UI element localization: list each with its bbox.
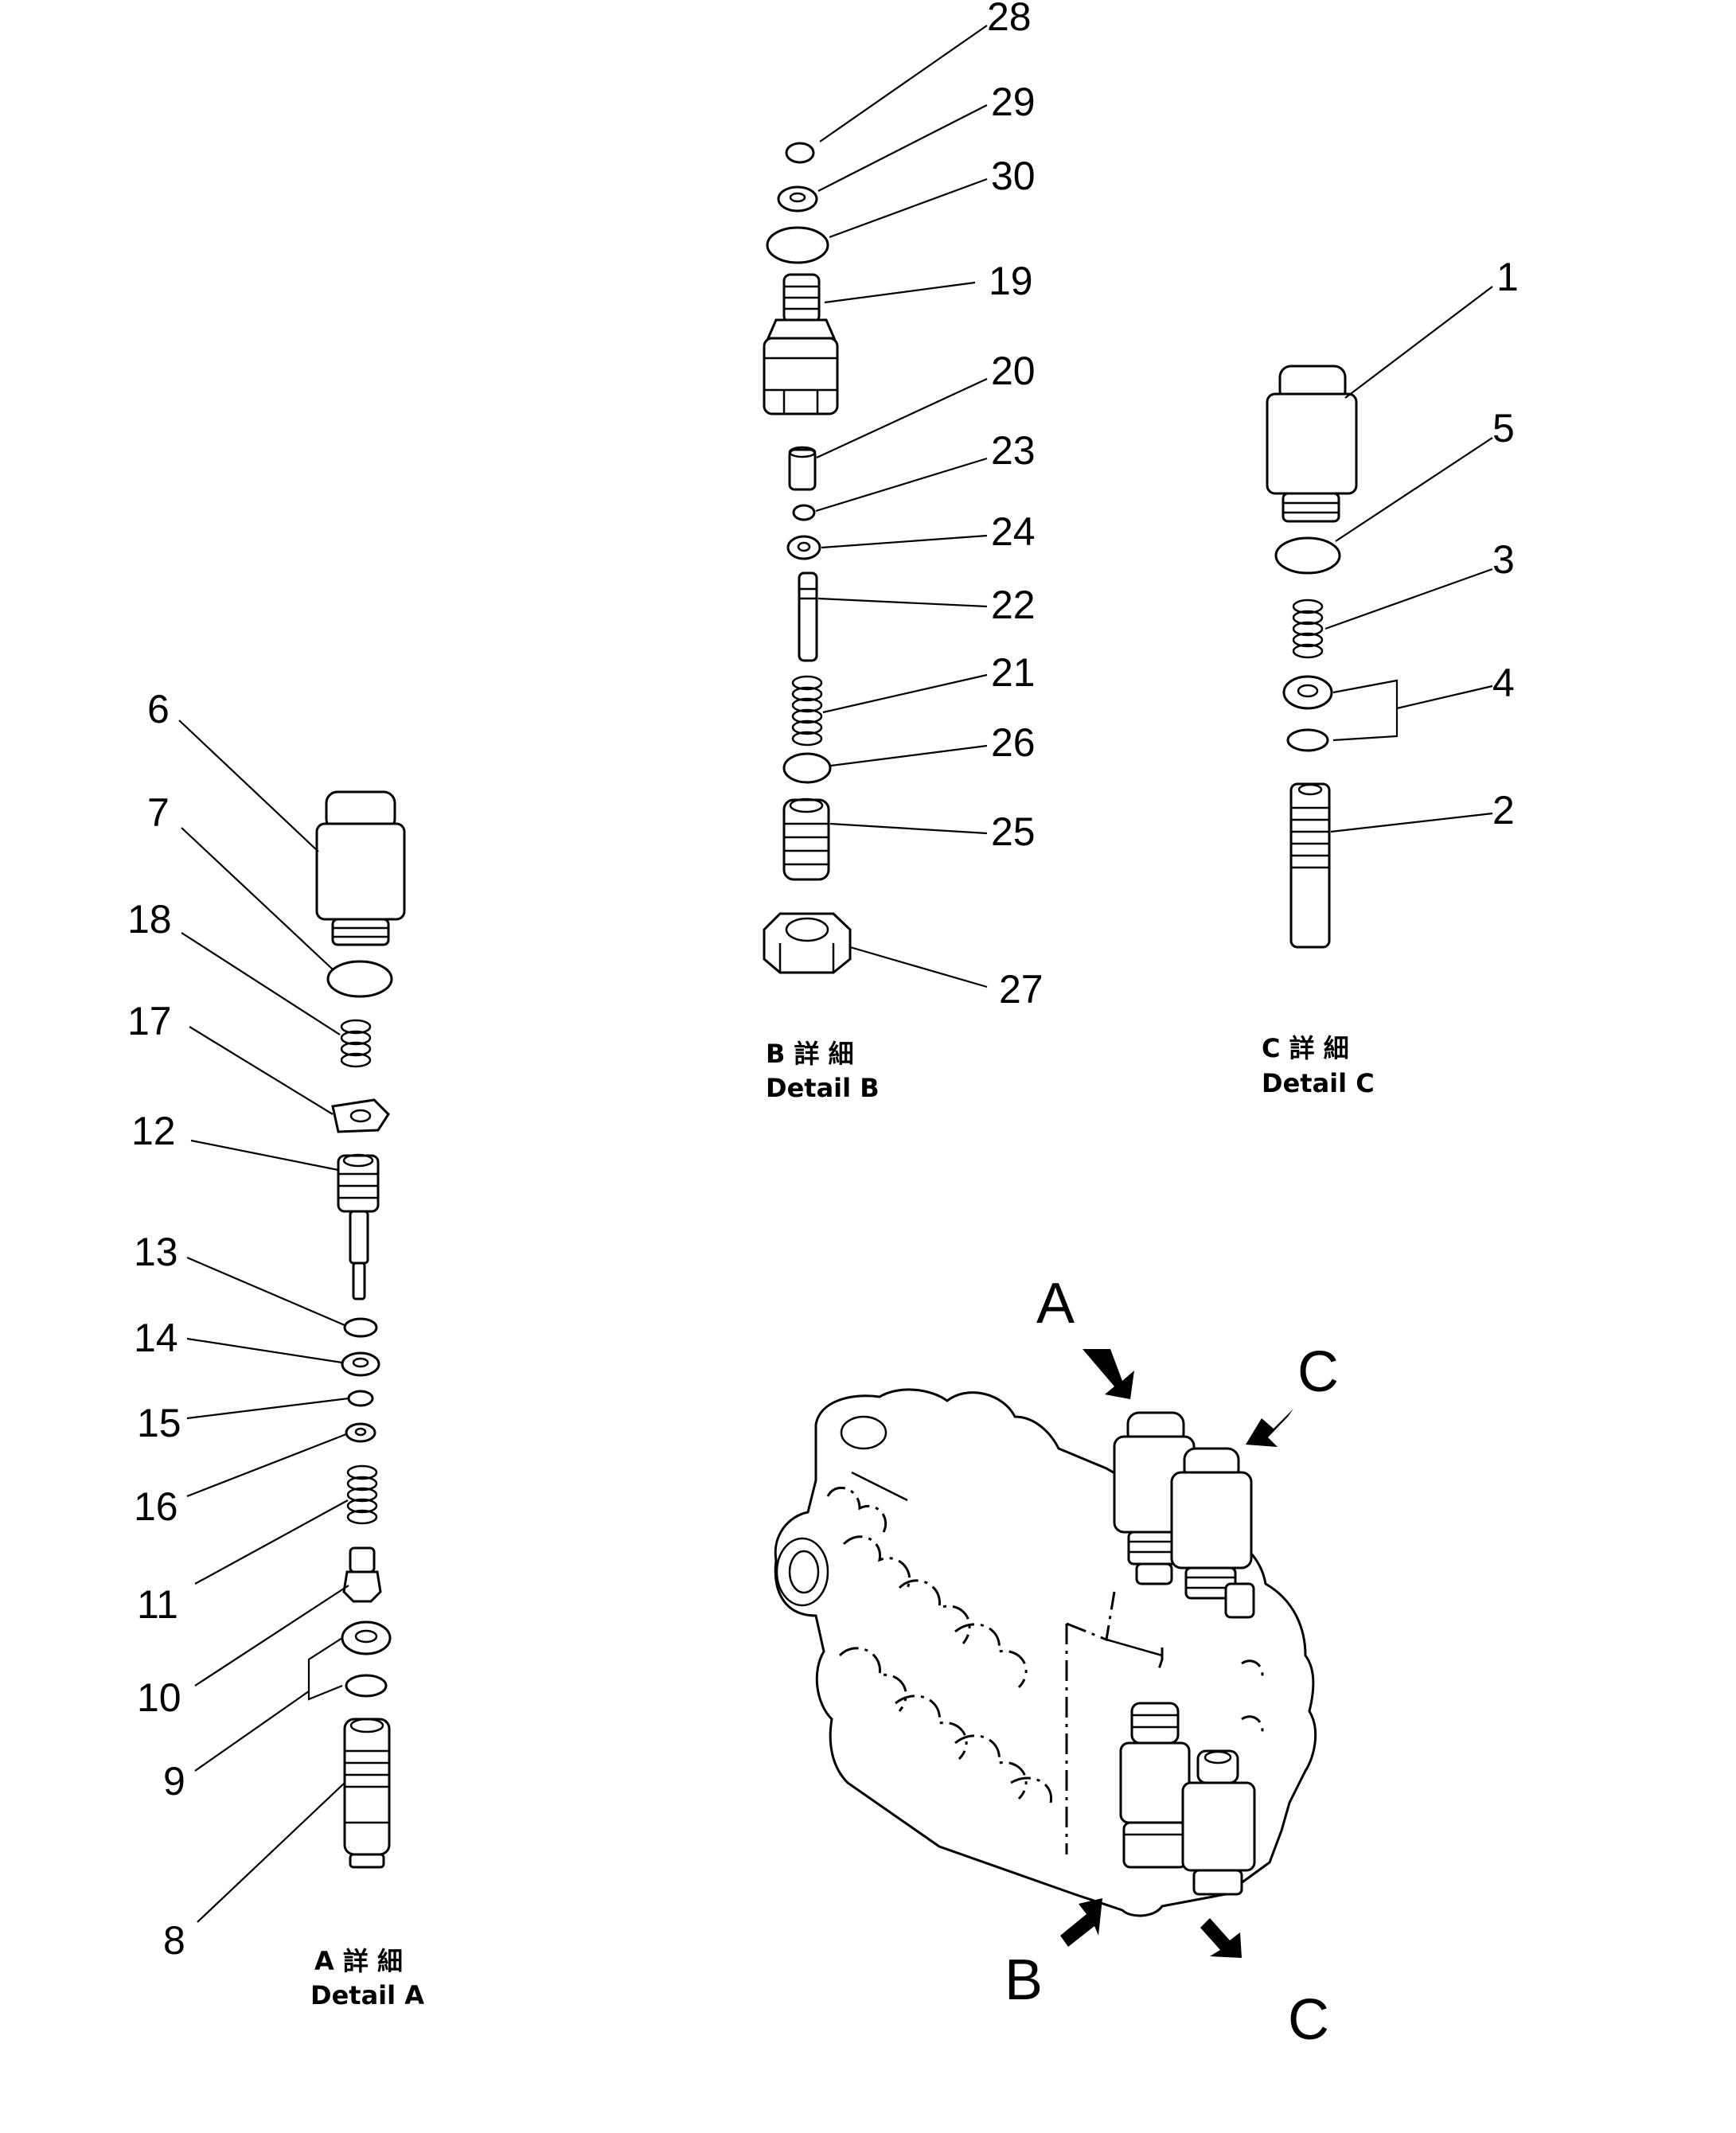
part-14-washer — [341, 1351, 380, 1377]
label-16: 16 — [134, 1484, 178, 1529]
label-13: 13 — [134, 1230, 178, 1274]
part-20-seat — [788, 446, 817, 491]
part-24-washer — [786, 535, 821, 560]
valve-top-c — [1170, 1447, 1255, 1619]
label-24: 24 — [991, 509, 1036, 554]
part-5-o-ring — [1274, 536, 1341, 575]
part-4-ring-set — [1282, 675, 1333, 752]
part-25-sleeve — [782, 797, 830, 881]
marker-b: B — [1005, 1948, 1043, 2012]
marker-c-bottom: C — [1288, 1988, 1329, 2052]
part-12-poppet — [337, 1153, 380, 1300]
label-2: 2 — [1492, 788, 1515, 833]
part-15-o-ring — [347, 1390, 374, 1407]
part-29-washer — [777, 185, 818, 213]
part-28-o-ring — [785, 142, 815, 164]
arrow-a-icon — [1083, 1349, 1134, 1399]
detail-b-caption-jp: B 詳 細 — [766, 1039, 854, 1069]
valve-assembly: A C B C — [774, 1272, 1339, 2052]
part-2-spool — [1289, 782, 1331, 949]
detail-c-caption-jp: C 詳 細 — [1262, 1033, 1349, 1063]
marker-a: A — [1036, 1272, 1075, 1336]
label-27: 27 — [999, 967, 1044, 1012]
part-8-sleeve — [343, 1718, 391, 1869]
part-16-washer — [345, 1422, 376, 1443]
label-22: 22 — [991, 583, 1036, 627]
part-1-plug — [1266, 365, 1358, 523]
part-30-o-ring — [766, 226, 829, 264]
label-26: 26 — [991, 720, 1036, 765]
part-10-poppet — [342, 1546, 382, 1603]
part-26-o-ring — [782, 752, 832, 784]
label-19: 19 — [989, 259, 1033, 303]
label-12: 12 — [131, 1109, 176, 1153]
arrow-c-top-icon — [1246, 1409, 1293, 1447]
label-1: 1 — [1496, 255, 1519, 299]
label-4: 4 — [1492, 661, 1515, 705]
label-25: 25 — [991, 809, 1036, 854]
part-22-pin — [798, 571, 818, 662]
label-3: 3 — [1492, 537, 1515, 582]
valve-bottom-b — [1119, 1702, 1191, 1869]
detail-c-group: 1 5 3 4 2 C 詳 細 Detail C — [1262, 255, 1519, 1098]
label-18: 18 — [127, 897, 172, 942]
part-11-spring — [346, 1464, 378, 1525]
label-10: 10 — [137, 1675, 181, 1720]
label-20: 20 — [991, 349, 1036, 393]
label-29: 29 — [991, 80, 1036, 124]
label-30: 30 — [991, 154, 1036, 198]
label-21: 21 — [991, 650, 1036, 695]
part-17-washer — [331, 1098, 390, 1133]
detail-c-caption-en: Detail C — [1262, 1068, 1375, 1098]
detail-a-group: 6 7 18 17 12 13 14 15 16 11 10 9 8 A 詳 細… — [127, 687, 424, 2010]
part-23-o-ring — [792, 504, 816, 521]
label-14: 14 — [134, 1316, 178, 1360]
label-15: 15 — [137, 1401, 181, 1445]
label-9: 9 — [163, 1759, 185, 1803]
valve-bottom-c — [1181, 1749, 1256, 1896]
label-17: 17 — [127, 999, 172, 1043]
part-9-ring-set — [341, 1620, 392, 1698]
part-6-plug — [315, 790, 406, 946]
part-13-o-ring — [343, 1317, 378, 1338]
part-7-o-ring — [326, 960, 393, 998]
part-18-spring — [340, 1019, 372, 1068]
detail-b-caption-en: Detail B — [766, 1073, 880, 1103]
label-5: 5 — [1492, 406, 1515, 450]
detail-a-caption-en: Detail A — [310, 1980, 424, 2010]
label-11: 11 — [137, 1582, 178, 1627]
part-21-spring — [791, 675, 823, 747]
detail-a-caption-jp: A 詳 細 — [314, 1946, 403, 1976]
label-6: 6 — [147, 687, 170, 731]
arrow-b-icon — [1060, 1898, 1102, 1947]
marker-c-top: C — [1297, 1340, 1339, 1404]
label-8: 8 — [163, 1918, 185, 1963]
label-28: 28 — [987, 0, 1032, 39]
part-3-spring — [1292, 599, 1324, 659]
label-7: 7 — [147, 790, 170, 835]
label-23: 23 — [991, 428, 1036, 473]
detail-b-group: 28 29 30 19 20 23 24 22 21 26 25 27 B 詳 … — [763, 0, 1044, 1103]
arrow-c-bottom-icon — [1200, 1918, 1242, 1958]
part-19-plug — [763, 273, 839, 415]
part-27-nut — [763, 912, 852, 974]
